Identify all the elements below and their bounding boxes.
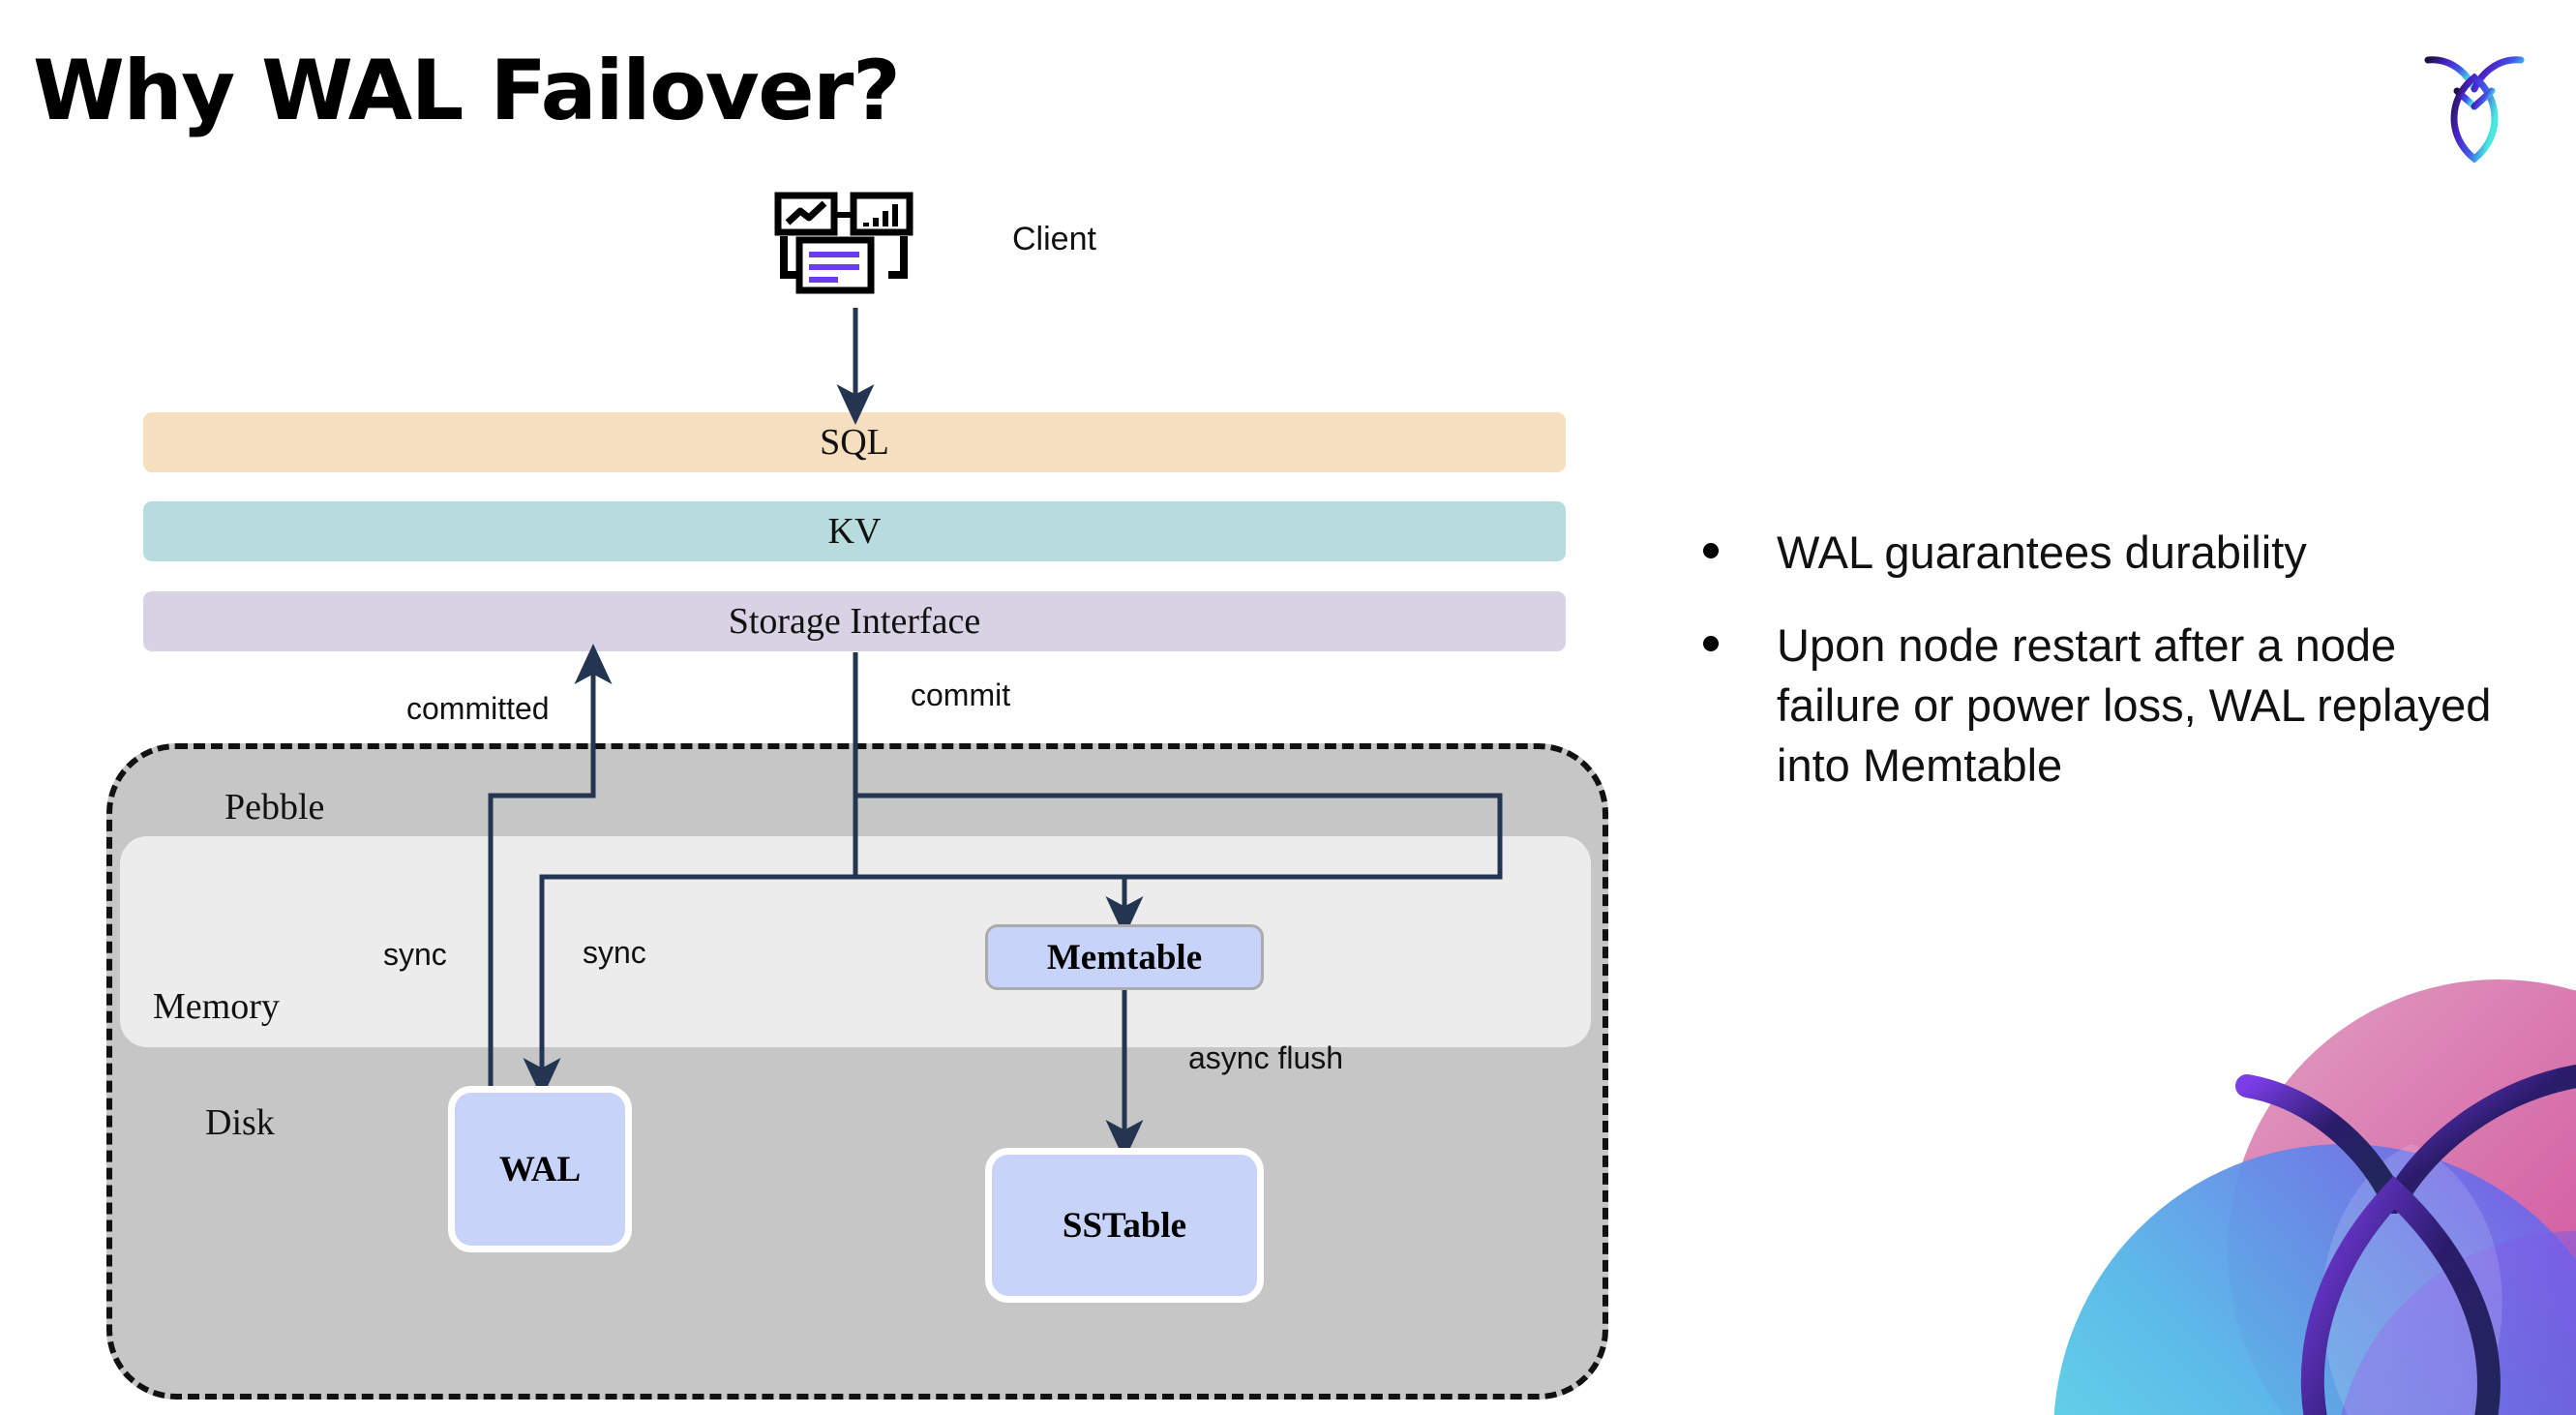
edge-label-committed: committed: [406, 691, 550, 726]
bullet-dot-icon: [1703, 636, 1719, 652]
disk-label: Disk: [205, 1102, 275, 1143]
bullet-text: WAL guarantees durability: [1777, 527, 2307, 578]
list-item: WAL guarantees durability: [1703, 523, 2516, 583]
layer-bar-storage-interface[interactable]: Storage Interface: [143, 591, 1566, 651]
bullet-text: Upon node restart after a node failure o…: [1777, 619, 2492, 792]
edge-label-sync-right: sync: [583, 935, 646, 970]
pebble-label: Pebble: [225, 787, 325, 828]
diagram-connectors: [488, 308, 1503, 1161]
edge-committed: [488, 643, 613, 1086]
bullet-list: WAL guarantees durability Upon node rest…: [1703, 523, 2516, 828]
memory-label: Memory: [153, 986, 280, 1027]
cockroachdb-logo: [2424, 56, 2525, 164]
list-item: Upon node restart after a node failure o…: [1703, 616, 2516, 796]
bullet-dot-icon: [1703, 543, 1719, 558]
client-dashboard-icon: [774, 192, 914, 294]
page-title: Why WAL Failover?: [33, 43, 901, 139]
architecture-diagram: Client SQL KV Storage Interface Pebble M…: [106, 192, 1608, 1400]
decorative-corner-graphic: [2053, 979, 2576, 1415]
memtable-box[interactable]: Memtable: [985, 924, 1264, 990]
edge-label-sync-left: sync: [383, 937, 447, 972]
edge-label-commit: commit: [911, 677, 1011, 712]
edge-label-async-flush: async flush: [1188, 1040, 1344, 1075]
layer-bar-kv[interactable]: KV: [143, 501, 1566, 561]
edge-sync: [523, 652, 1503, 1099]
sstable-box[interactable]: SSTable: [985, 1148, 1264, 1303]
client-label: Client: [1012, 221, 1096, 257]
wal-box[interactable]: WAL: [448, 1086, 632, 1252]
layer-bar-sql[interactable]: SQL: [143, 412, 1566, 472]
